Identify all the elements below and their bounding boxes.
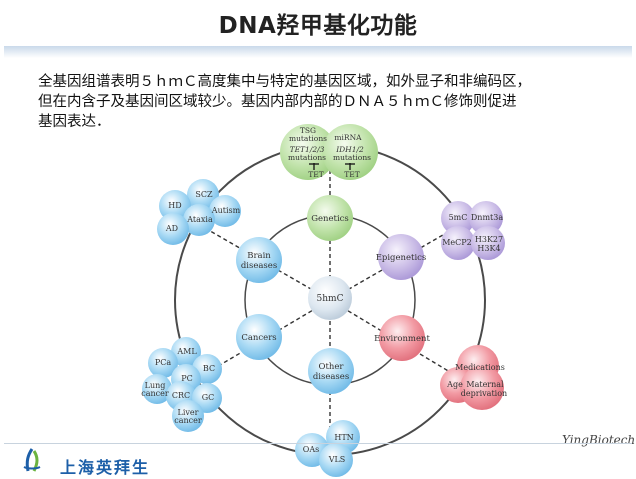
center-label: 5hmC	[317, 294, 344, 304]
mirna-label: miRNA	[334, 133, 362, 142]
title-divider	[4, 46, 632, 58]
vls-label: VLS	[328, 455, 346, 464]
genetics-label: Genetics	[311, 214, 349, 224]
crc-label: CRC	[172, 391, 190, 400]
gc-label: GC	[202, 393, 215, 402]
lung-cancer-label: cancer	[141, 389, 169, 398]
node-other-diseases: Other diseases	[308, 348, 354, 394]
bc-label: BC	[203, 364, 215, 373]
brain-cluster: SCZ HD Autism Ataxia AD	[157, 179, 241, 245]
tet-left-label: TET	[308, 170, 323, 179]
tsg-label-2: mutations	[289, 134, 327, 143]
cancer-cluster: AML PCa BC PC Lung cancer CRC GC Liver c…	[141, 337, 222, 432]
pca-label: PCa	[155, 358, 172, 367]
node-environment: Environment	[374, 315, 430, 361]
ataxia-label: Ataxia	[186, 215, 213, 224]
company-logo-icon	[23, 448, 41, 472]
epigenetics-cluster: 5mC Dnmt3a MeCP2 H3K27 H3K4	[441, 201, 505, 260]
aml-label: AML	[176, 347, 197, 356]
tsg-label: TSG	[300, 126, 316, 135]
top-cluster: TSG mutations miRNA TET1/2/3 mutations I…	[280, 124, 378, 180]
diseases-label: diseases	[313, 372, 349, 382]
maternal-label: Maternal	[466, 380, 504, 389]
center-node-5hmc: 5hmC	[308, 276, 352, 320]
paragraph-line-1: 全基因组谱表明５ｈｍＣ高度集中与特定的基因区域，如外显子和非编码区，	[38, 74, 531, 90]
cancers-label: Cancers	[241, 333, 276, 343]
brain-diseases-label: diseases	[241, 261, 277, 271]
tet-mutation-label-2: mutations	[288, 153, 326, 162]
tet-mutation-label: TET1/2/3	[290, 145, 325, 154]
hd-label: HD	[168, 201, 181, 210]
oas-label: OAs	[303, 445, 319, 454]
node-epigenetics: Epigenetics	[376, 234, 427, 280]
liver-label: Liver	[178, 408, 199, 417]
idh-mutation-label: IDH1/2	[335, 145, 364, 154]
description-paragraph: 全基因组谱表明５ｈｍＣ高度集中与特定的基因区域，如外显子和非编码区， 但在内含子…	[38, 72, 598, 132]
pc-label: PC	[181, 374, 193, 383]
node-brain-diseases: Brain diseases	[236, 237, 282, 283]
company-name: 上海英拜生	[60, 458, 151, 477]
deprivation-label: deprivation	[461, 389, 507, 398]
epigenetics-label: Epigenetics	[376, 253, 427, 263]
other-diseases-cluster: OAs HTN VLS	[295, 420, 360, 477]
footer-divider	[4, 443, 632, 444]
autism-label: Autism	[211, 206, 241, 215]
node-genetics: Genetics	[307, 195, 353, 241]
h3k27-label: H3K27	[475, 235, 503, 244]
node-cancers: Cancers	[236, 314, 282, 360]
liver-cancer-label: cancer	[174, 416, 202, 425]
brain-label: Brain	[247, 251, 271, 261]
idh-mutation-label-2: mutations	[333, 153, 371, 162]
page-title: DNA羟甲基化功能	[218, 13, 418, 39]
h3k4-label: H3K4	[477, 244, 500, 253]
environment-cluster: Medications Age Maternal deprivation	[440, 345, 507, 410]
5mc-label: 5mC	[449, 213, 468, 222]
htn-label: HTN	[334, 433, 353, 442]
age-label: Age	[446, 380, 463, 389]
scz-label: SCZ	[195, 190, 213, 199]
brand-watermark: YingBiotech	[562, 433, 636, 447]
environment-label: Environment	[374, 334, 430, 344]
paragraph-line-2: 但在内含子及基因间区域较少。基因内部内部的ＤＮＡ５ｈｍＣ修饰则促进	[38, 94, 517, 110]
paragraph-line-3: 基因表达．	[38, 114, 111, 130]
other-label: Other	[319, 362, 345, 372]
spoke-lower-right	[329, 299, 461, 379]
dnmt3a-label: Dnmt3a	[471, 213, 503, 222]
mecp2-label: MeCP2	[442, 238, 472, 247]
lung-label: Lung	[145, 381, 166, 390]
medications-label: Medications	[455, 363, 505, 372]
ad-label: AD	[165, 224, 178, 233]
tet-right-label: TET	[344, 170, 359, 179]
